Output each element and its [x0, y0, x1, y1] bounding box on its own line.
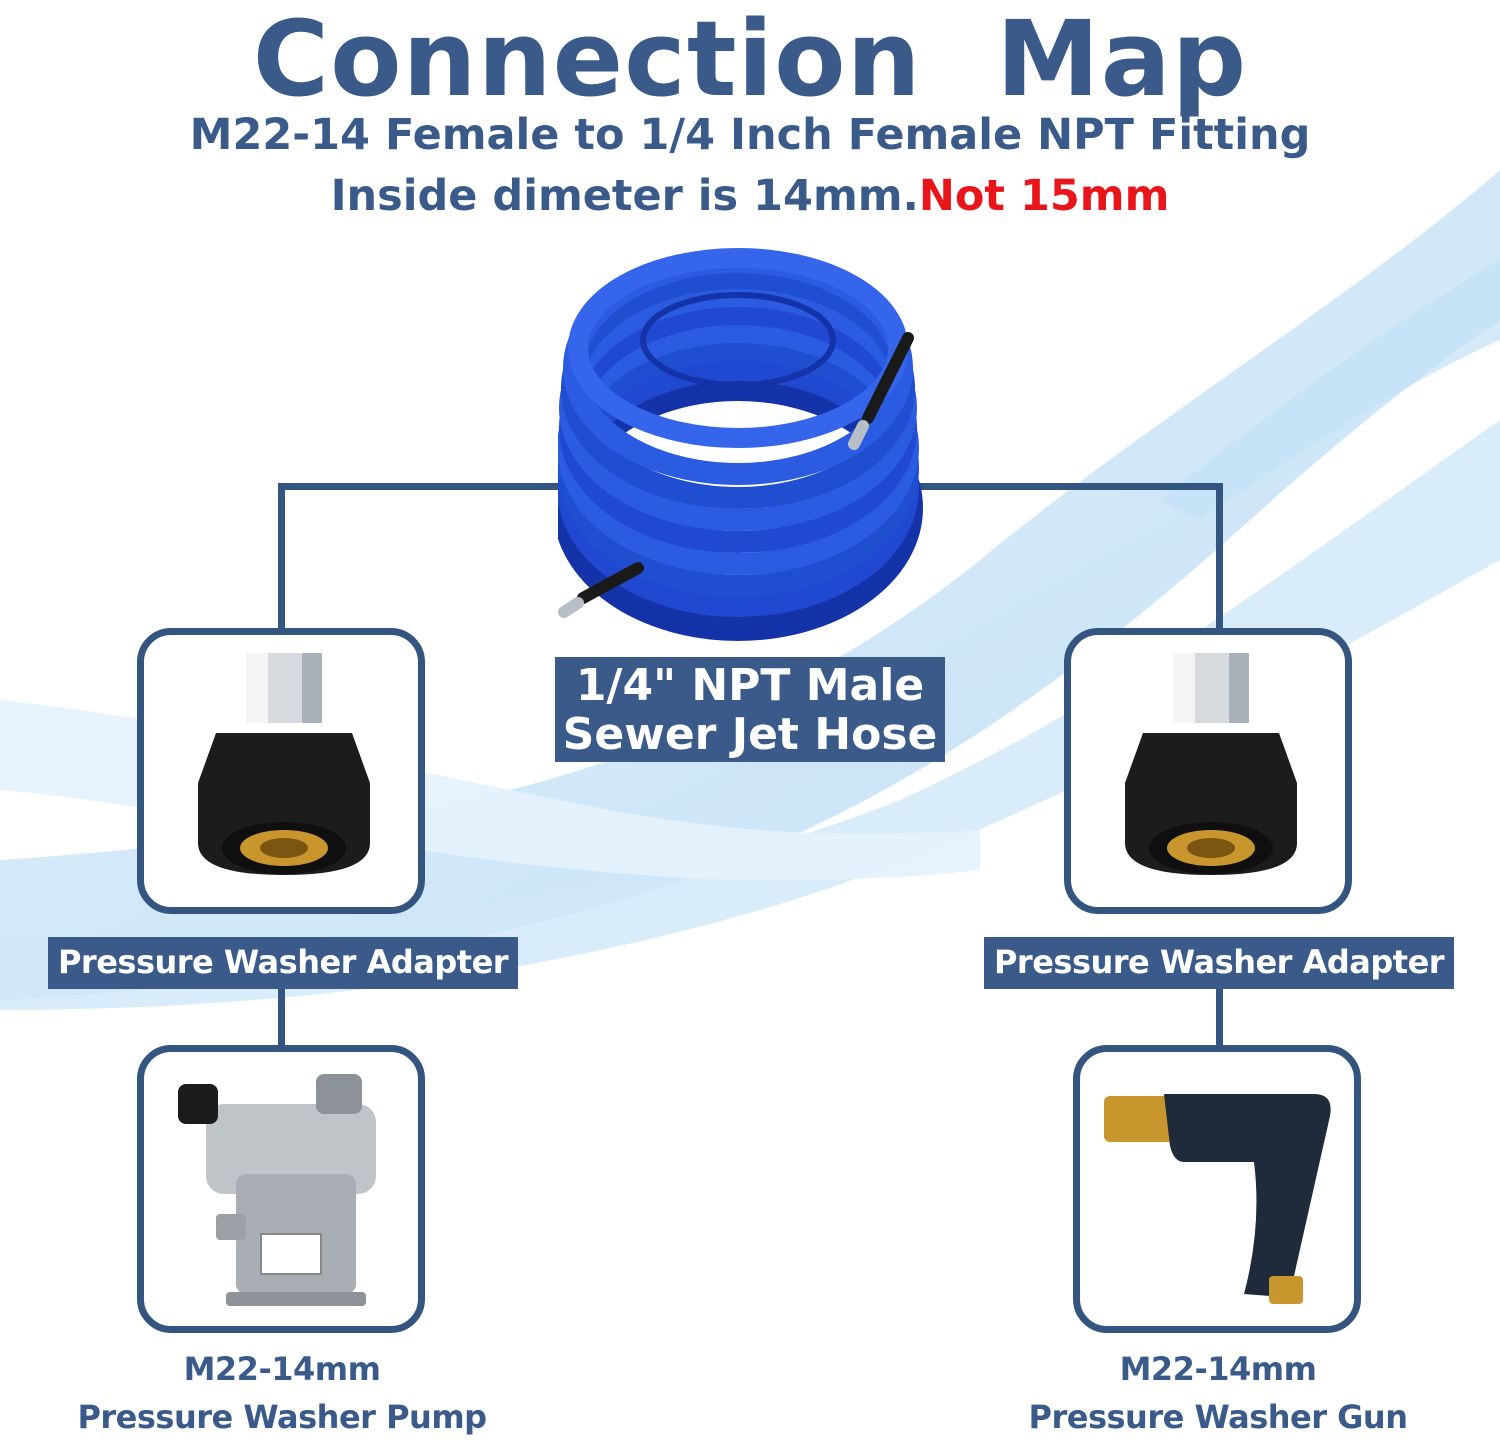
left-adapter-card — [137, 628, 425, 914]
diameter-warning: Not 15mm — [918, 171, 1170, 221]
diameter-note-text: Inside dimeter is 14mm. — [330, 171, 919, 221]
gun-caption-line2: Pressure Washer Gun — [1028, 1398, 1408, 1436]
spray-gun-icon — [1104, 1094, 1331, 1304]
coiled-hose-icon — [558, 248, 923, 641]
adapter-fitting-icon — [198, 653, 370, 875]
page-title: Connection Map — [252, 0, 1248, 120]
diameter-note: Inside dimeter is 14mm.Not 15mm — [0, 168, 1500, 224]
connector-top-left — [278, 483, 588, 490]
connector-top-right — [905, 483, 1223, 490]
pump-caption: M22-14mm Pressure Washer Pump — [70, 1345, 494, 1441]
right-adapter-label: Pressure Washer Adapter — [984, 937, 1454, 989]
connector-corner-right — [1216, 483, 1223, 633]
gun-caption: M22-14mm Pressure Washer Gun — [1006, 1345, 1430, 1441]
pump-caption-line2: Pressure Washer Pump — [77, 1398, 487, 1436]
left-adapter-label: Pressure Washer Adapter — [48, 937, 518, 989]
hose-label-line1: 1/4" NPT Male — [575, 660, 925, 711]
connector-left-lower — [278, 988, 285, 1050]
right-adapter-card — [1064, 628, 1352, 914]
connector-corner-left — [278, 483, 285, 633]
pump-card — [137, 1045, 425, 1333]
gun-card — [1073, 1045, 1361, 1333]
pump-caption-line1: M22-14mm — [183, 1350, 381, 1388]
hose-label: 1/4" NPT Male Sewer Jet Hose — [555, 657, 945, 762]
connector-right-lower — [1216, 988, 1223, 1050]
pump-icon — [178, 1074, 376, 1306]
hose-label-line2: Sewer Jet Hose — [562, 709, 938, 760]
fitting-subtitle: M22-14 Female to 1/4 Inch Female NPT Fit… — [189, 110, 1311, 160]
gun-caption-line1: M22-14mm — [1119, 1350, 1317, 1388]
adapter-fitting-icon — [1125, 653, 1297, 875]
